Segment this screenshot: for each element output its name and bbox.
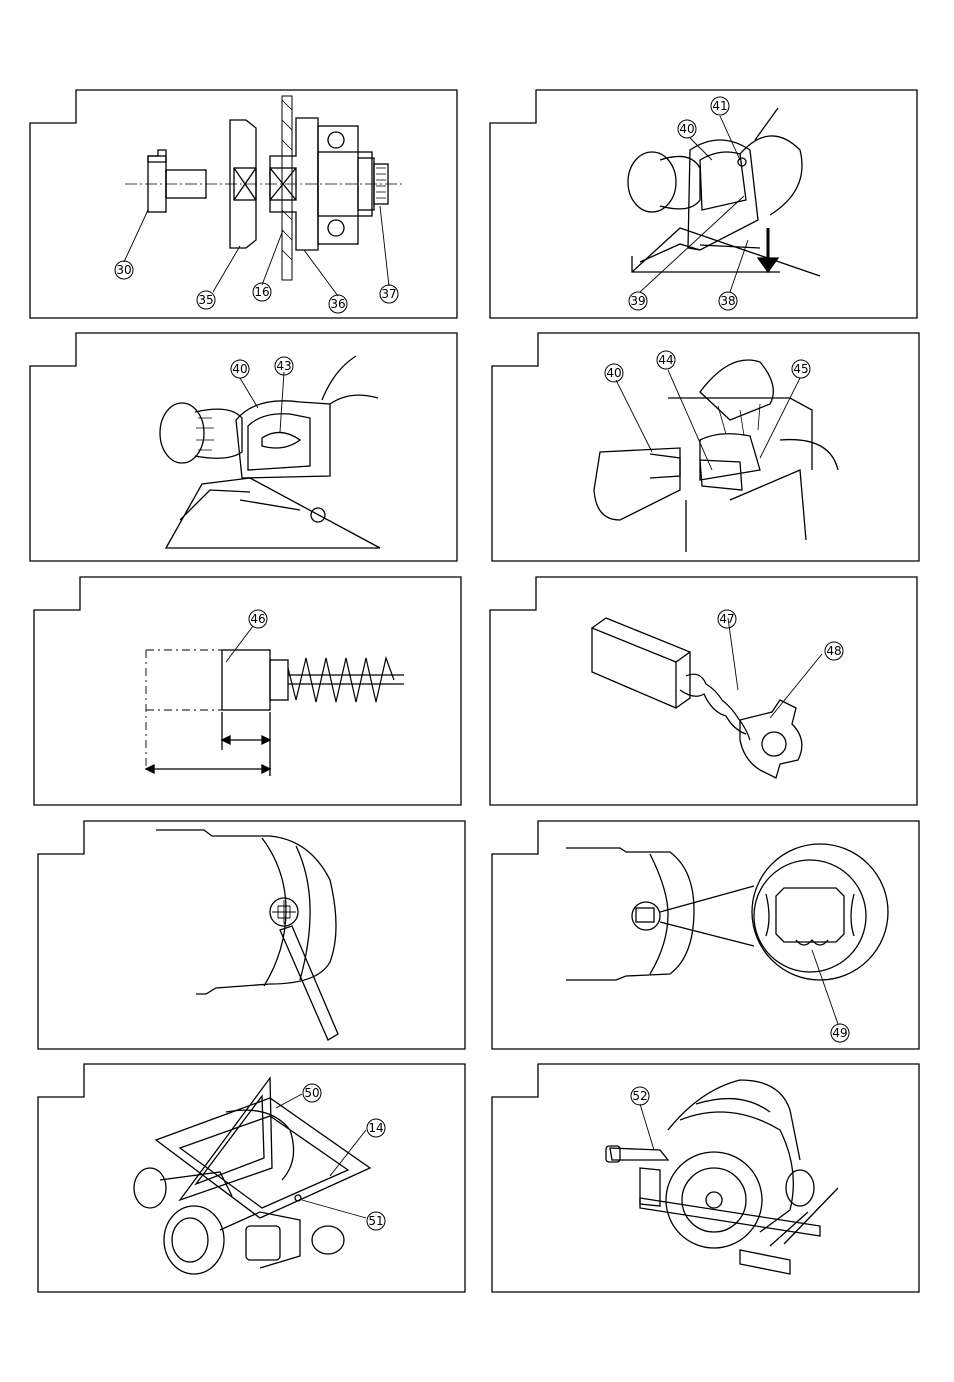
svg-text:47: 47 bbox=[719, 612, 734, 626]
svg-text:35: 35 bbox=[198, 293, 213, 307]
figure-1-frame bbox=[29, 89, 458, 319]
callout-37: 37 bbox=[379, 284, 399, 304]
svg-text:50: 50 bbox=[304, 1086, 319, 1100]
figure-6-drawing bbox=[590, 617, 823, 779]
svg-text:38: 38 bbox=[720, 294, 735, 308]
svg-text:52: 52 bbox=[632, 1089, 647, 1103]
callout-43: 43 bbox=[274, 356, 294, 376]
figure-10-frame bbox=[491, 1063, 920, 1293]
figure-4-drawing bbox=[593, 359, 839, 552]
figure-5-frame bbox=[33, 576, 462, 806]
svg-text:51: 51 bbox=[368, 1214, 383, 1228]
svg-text:14: 14 bbox=[368, 1121, 383, 1135]
svg-text:40: 40 bbox=[679, 122, 694, 136]
callout-16: 16 bbox=[252, 282, 272, 302]
figure-8-drawing bbox=[566, 843, 889, 1025]
svg-text:40: 40 bbox=[232, 362, 247, 376]
callout-52: 52 bbox=[630, 1086, 650, 1106]
callout-47: 47 bbox=[717, 609, 737, 629]
callout-30: 30 bbox=[114, 260, 134, 280]
callout-49: 49 bbox=[830, 1023, 850, 1043]
svg-text:43: 43 bbox=[276, 359, 291, 373]
callout-38: 38 bbox=[718, 291, 738, 311]
svg-text:41: 41 bbox=[712, 99, 727, 113]
figure-8-frame bbox=[491, 820, 920, 1050]
figure-6-frame bbox=[489, 576, 918, 806]
svg-text:45: 45 bbox=[793, 362, 808, 376]
svg-text:36: 36 bbox=[330, 297, 345, 311]
figure-3-drawing bbox=[159, 355, 381, 549]
callout-40: 40 bbox=[604, 363, 624, 383]
callout-35: 35 bbox=[196, 290, 216, 310]
figure-4-frame bbox=[491, 332, 920, 562]
figure-2-frame bbox=[489, 89, 918, 319]
figure-10-drawing bbox=[605, 1079, 839, 1275]
callout-44: 44 bbox=[656, 350, 676, 370]
callout-41: 41 bbox=[710, 96, 730, 116]
callout-39: 39 bbox=[628, 291, 648, 311]
callout-36: 36 bbox=[328, 294, 348, 314]
svg-text:39: 39 bbox=[630, 294, 645, 308]
callout-50: 50 bbox=[302, 1083, 322, 1103]
callout-51: 51 bbox=[366, 1211, 386, 1231]
svg-text:44: 44 bbox=[658, 353, 673, 367]
figure-5-drawing bbox=[144, 625, 404, 776]
callout-40: 40 bbox=[677, 119, 697, 139]
figure-1-drawing bbox=[123, 95, 405, 297]
svg-text:48: 48 bbox=[826, 644, 841, 658]
figure-7-drawing bbox=[156, 829, 339, 1041]
figure-7-frame bbox=[37, 820, 466, 1050]
svg-text:37: 37 bbox=[381, 287, 396, 301]
svg-text:46: 46 bbox=[250, 612, 265, 626]
callout-48: 48 bbox=[824, 641, 844, 661]
figure-3-frame bbox=[29, 332, 458, 562]
callout-40: 40 bbox=[230, 359, 250, 379]
svg-text:40: 40 bbox=[606, 366, 621, 380]
figure-9-frame bbox=[37, 1063, 466, 1293]
callout-45: 45 bbox=[791, 359, 811, 379]
svg-text:30: 30 bbox=[116, 263, 131, 277]
svg-text:16: 16 bbox=[254, 285, 269, 299]
callout-14: 14 bbox=[366, 1118, 386, 1138]
figure-2-drawing bbox=[627, 107, 821, 293]
callout-46: 46 bbox=[248, 609, 268, 629]
svg-text:49: 49 bbox=[832, 1026, 847, 1040]
figure-9-drawing bbox=[133, 1076, 372, 1275]
